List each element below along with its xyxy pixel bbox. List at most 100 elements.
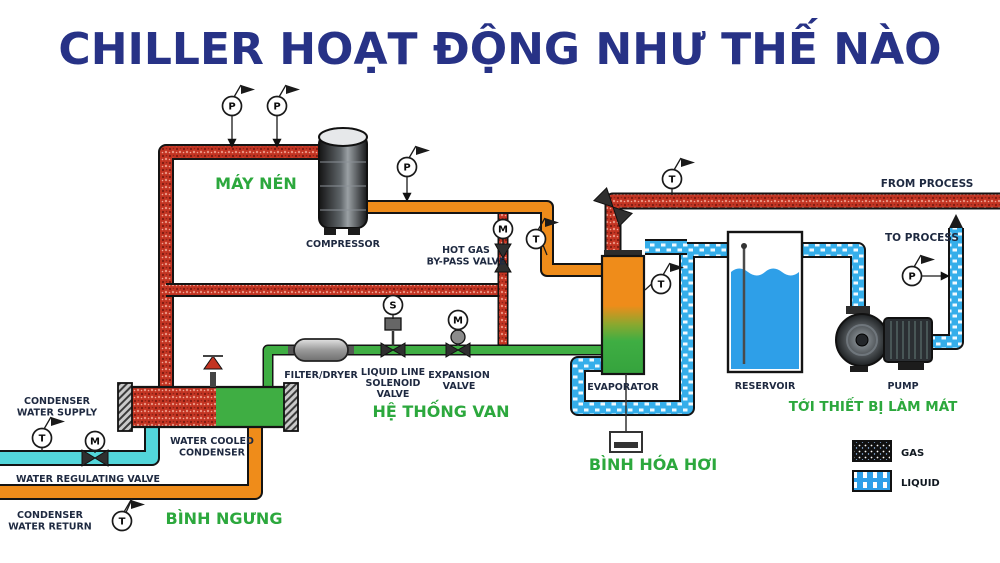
pump-motor-fins — [890, 321, 928, 359]
relief-valve — [203, 355, 223, 387]
pressure-gauge-2: P — [266, 84, 300, 148]
temperature-gauge-3: T — [644, 262, 684, 295]
condenser-endcap-left — [117, 382, 133, 432]
compressor-seams — [320, 161, 366, 211]
pump-inlet-flange — [846, 306, 870, 314]
solenoid-valve-coil — [384, 317, 402, 331]
temperature-gauge-2: T — [525, 217, 559, 256]
compressor — [318, 127, 368, 235]
pump-volute-ring — [846, 324, 878, 356]
solenoid-gauge: S — [382, 294, 404, 319]
svg-text:T: T — [658, 280, 665, 291]
legend-gas-swatch — [852, 440, 892, 462]
svg-text:M: M — [90, 437, 100, 448]
hot-gas-discharge-pipe — [160, 146, 340, 390]
chilled-water-pipe — [572, 244, 733, 414]
filter-dryer-body — [293, 338, 349, 362]
label-filter-dryer: FILTER/DRYER — [284, 370, 358, 381]
reservoir-level-knob — [741, 243, 747, 249]
label-from-process: FROM PROCESS — [881, 178, 974, 190]
reservoir-to-pump-pipe — [799, 244, 864, 314]
label-he-thong-van: HỆ THỐNG VAN — [373, 400, 510, 421]
label-solenoid-valve: VALVE — [377, 389, 410, 400]
legend-gas-label: GAS — [901, 448, 924, 459]
water-cooled-condenser — [117, 382, 299, 432]
label-binh-hoa-hoi: BÌNH HÓA HƠI — [589, 455, 717, 474]
label-compressor: COMPRESSOR — [306, 239, 381, 250]
regulating-valve-motor-gauge: M — [84, 430, 106, 453]
pressure-gauge-1: P — [221, 84, 255, 148]
to-process-pipe — [926, 228, 962, 348]
reservoir — [726, 230, 804, 374]
pressure-gauge-3: P — [396, 145, 430, 202]
label-toi-thiet-bi-lam-mat: TỚI THIẾT BỊ LÀM MÁT — [789, 396, 958, 415]
expansion-valve-dome — [450, 329, 466, 345]
svg-text:P: P — [273, 102, 280, 113]
svg-text:M: M — [498, 225, 508, 236]
temperature-gauge-1: T — [661, 157, 695, 195]
label-may-nen: MÁY NÉN — [215, 174, 297, 193]
label-expansion-valve: VALVE — [443, 381, 476, 392]
label-water-supply: WATER SUPPLY — [17, 408, 97, 419]
filter-dryer-nipple-left — [288, 346, 294, 354]
svg-text:T: T — [119, 517, 126, 528]
svg-text:M: M — [453, 316, 463, 327]
pump-hub — [855, 333, 869, 347]
suction-line-pipe — [360, 202, 604, 275]
evaporator — [600, 250, 646, 453]
condenser-water-supply-pipe — [0, 428, 158, 464]
label-water-cooled: WATER COOLED — [170, 436, 254, 447]
reservoir-water — [731, 268, 799, 369]
svg-text:P: P — [908, 272, 915, 283]
svg-text:T: T — [669, 175, 676, 186]
filter-dryer-nipple-right — [348, 346, 354, 354]
compressor-foot-left — [324, 228, 336, 235]
evaporator-flange — [604, 250, 642, 256]
expansion-valve-motor-gauge: M — [447, 309, 469, 331]
svg-text:T: T — [39, 434, 46, 445]
pressure-gauge-4: P — [901, 254, 950, 287]
svg-text:P: P — [228, 102, 235, 113]
bypass-valve-motor-gauge: M — [492, 218, 514, 245]
filter-dryer — [288, 338, 354, 362]
label-to-process: TO PROCESS — [885, 232, 959, 244]
compressor-dome — [318, 127, 368, 147]
label-solenoid: SOLENOID — [366, 378, 421, 389]
temperature-gauge-5: T — [111, 498, 145, 532]
svg-text:T: T — [533, 235, 540, 246]
legend-liquid-swatch — [852, 470, 892, 492]
condenser-hot-side — [126, 388, 216, 426]
liquid-line-pipe — [264, 346, 604, 395]
label-by-pass-valve: BY-PASS VALVE — [427, 257, 506, 268]
label-water-regulating-valve: WATER REGULATING VALVE — [16, 474, 160, 485]
svg-text:P: P — [403, 163, 410, 174]
pump — [835, 306, 933, 372]
label-condenser-supply-1: CONDENSER — [24, 396, 91, 407]
label-binh-ngung: BÌNH NGƯNG — [166, 509, 283, 528]
reservoir-to-pump-pipe-outline — [799, 242, 866, 314]
compressor-foot-right — [348, 228, 360, 235]
label-expansion: EXPANSION — [428, 370, 490, 381]
label-liquid-line: LIQUID LINE — [361, 367, 425, 378]
label-pump: PUMP — [887, 381, 918, 392]
label-hot-gas: HOT GAS — [442, 245, 490, 256]
label-water-return: WATER RETURN — [8, 522, 92, 533]
compressor-body — [318, 133, 368, 229]
label-reservoir: RESERVOIR — [735, 381, 796, 392]
y-strainer — [592, 186, 634, 228]
to-process-arrow — [949, 214, 963, 228]
label-condenser: CONDENSER — [179, 448, 246, 459]
evaporator-drain-box-fill — [614, 442, 638, 448]
evaporator-body — [600, 254, 646, 376]
label-condenser-return-1: CONDENSER — [17, 510, 84, 521]
relief-valve-arrow — [203, 355, 223, 370]
pump-foot-right — [898, 362, 924, 370]
temperature-gauge-4: T — [31, 416, 65, 452]
water-regulating-valve — [81, 449, 109, 467]
from-process-pipe — [606, 194, 1000, 260]
page-title: CHILLER HOẠT ĐỘNG NHƯ THẾ NÀO — [58, 17, 941, 75]
relief-valve-stem — [210, 372, 216, 387]
svg-text:S: S — [389, 301, 396, 312]
condenser-water-return-pipe — [0, 426, 261, 498]
